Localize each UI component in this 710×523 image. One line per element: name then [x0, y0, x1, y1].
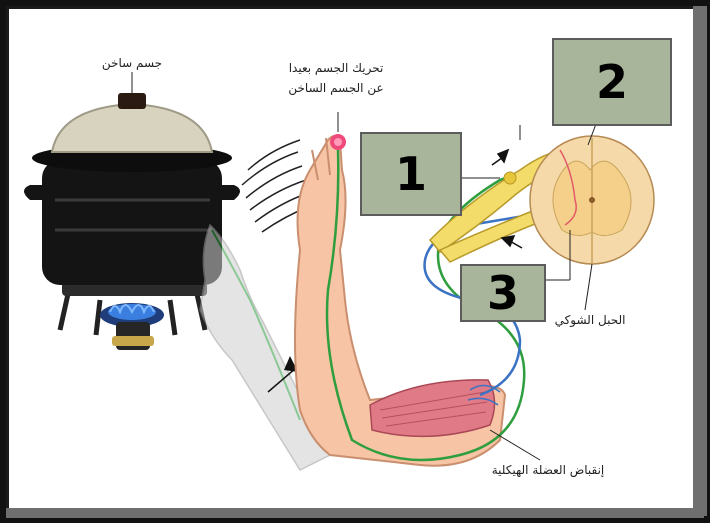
frame-shadow-bottom — [6, 508, 704, 518]
stove-burner — [57, 282, 208, 350]
sensory-nerve — [325, 149, 541, 462]
downward-arrow — [267, 356, 298, 393]
biceps-muscle — [369, 379, 496, 438]
arm-initial-position — [199, 223, 332, 471]
hot-pot — [24, 72, 240, 285]
number-box-2: 2 — [552, 38, 672, 126]
number-box-3-text: 3 — [486, 266, 519, 320]
nerve-direction-arrows — [491, 148, 523, 249]
leader-lines — [131, 72, 597, 461]
move-away-label-line2: عن الجسم الساخن — [288, 81, 384, 95]
frame-shadow-right — [693, 6, 707, 516]
number-box-2-text: 2 — [595, 55, 628, 109]
move-away-label-line1: تحريك الجسم بعيدا — [288, 61, 384, 75]
number-box-1: 1 — [360, 132, 462, 216]
muscle-contraction-label: إنقباض العضلة الهيكلية — [491, 463, 605, 477]
hot-body-label: جسم ساخن — [101, 56, 163, 70]
number-box-1-text: 1 — [394, 147, 427, 201]
number-box-3: 3 — [460, 264, 546, 322]
spinal-cord — [529, 135, 655, 265]
arm-raised — [294, 134, 507, 467]
spinal-cord-label: الحبل الشوكي — [554, 313, 626, 327]
